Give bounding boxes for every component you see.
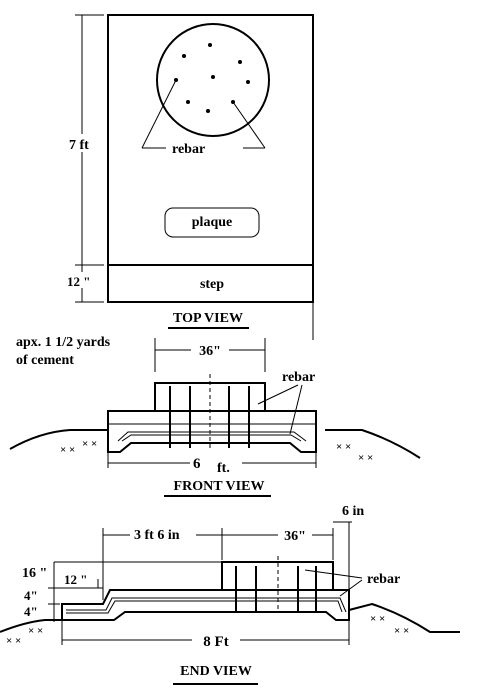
rebar-dot [238,60,242,64]
end-view-title: END VIEW [180,664,252,679]
rebar-label-top: rebar [172,142,205,157]
rebar-dot [208,43,212,47]
rebar-run [117,431,307,442]
height-label: 7 ft [69,138,89,153]
label-bg [130,525,196,543]
top-view-title: TOP VIEW [173,311,243,326]
slab-outline-top [107,14,314,303]
end-depth-label: 6 in [342,504,364,519]
rebar-leader [339,579,363,597]
end-left-offset-label: 3 ft 6 in [134,528,180,543]
end-layer1-label: 4" [24,588,38,603]
end-view: 6 in 3 ft 6 in 36" 16 " 4" 4" 12 " [0,504,460,685]
label-bg [190,454,242,472]
ground-right [325,429,421,459]
end-top-width-label: 36" [284,529,306,544]
hatch: × × [336,441,351,453]
label-bg [62,570,96,586]
rebar-leader [257,384,299,405]
cement-note-line2: of cement [16,353,74,368]
label-bg [66,134,98,152]
hatch: × × [82,438,97,450]
ground-left [9,429,108,450]
label-bg [66,272,98,288]
post-circle [156,23,270,137]
plaque-box [164,207,260,238]
ground-right [348,602,460,633]
rebar-dot [182,54,186,58]
front-width-unit: ft. [217,461,230,476]
rebar-dot [211,75,215,79]
rebar-leader [289,384,303,435]
rebar-label-end: rebar [367,572,400,587]
hatch: × × [6,635,21,647]
end-base-slab [61,589,350,621]
rebar-leader [141,79,177,149]
plaque-label: plaque [192,215,232,230]
rebar-leader [232,101,266,149]
hatch: × × [394,625,409,637]
hatch: × × [60,444,75,456]
hatch: × × [358,452,373,464]
rebar-dot [246,80,250,84]
step-label: step [200,277,224,292]
end-rebar-run [66,597,347,613]
ground-left [0,619,62,633]
end-upper-height-label: 16 " [22,566,47,581]
end-step-height-label: 12 " [64,572,87,587]
soil-hatch: × × × × × × × × [60,438,373,464]
rebar-label-front: rebar [282,370,315,385]
rebar-run [121,434,302,442]
soil-hatch: × × × × × × × × [6,613,409,647]
label-bg [278,525,312,543]
hatch: × × [28,625,43,637]
label-bg [192,631,240,649]
front-width-value: 6 [193,456,201,472]
end-length-label: 8 Ft [203,634,228,650]
rebar-dot [206,109,210,113]
top-view: 7 ft 12 " rebar plaque step TOP VIEW [66,14,314,340]
end-layer2-label: 4" [24,604,38,619]
rebar-dot [186,100,190,104]
front-view-title: FRONT VIEW [174,479,265,494]
step-height-label: 12 " [67,274,90,289]
label-bg [191,340,229,358]
rebar-leader [304,569,363,579]
cement-note-line1: apx. 1 1/2 yards [16,335,111,350]
base-slab [107,410,317,453]
front-view: apx. 1 1/2 yards of cement 36" rebar × × [9,335,421,497]
front-top-width-label: 36" [199,344,221,359]
end-rebar-run [66,600,343,614]
hatch: × × [370,613,385,625]
